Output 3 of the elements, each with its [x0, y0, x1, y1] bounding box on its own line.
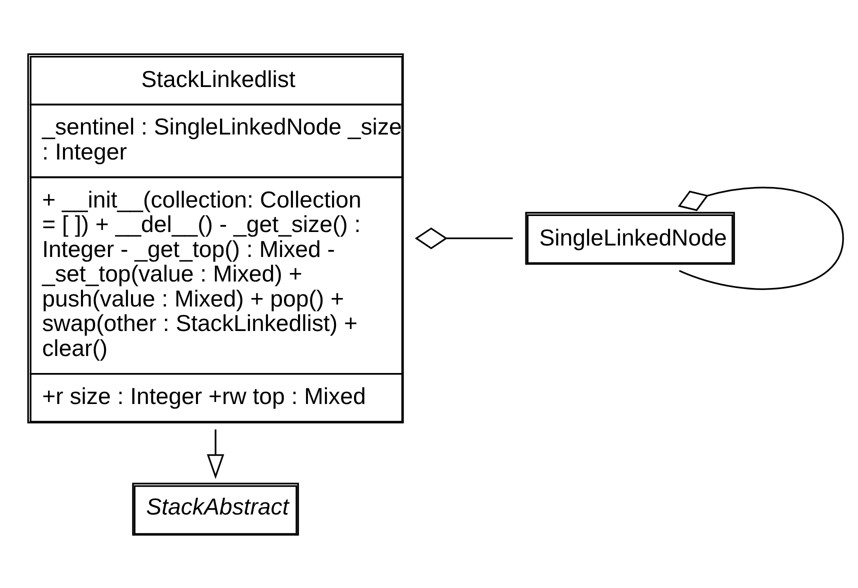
connector — [678, 186, 844, 290]
connector — [414, 226, 513, 249]
arrow — [206, 428, 224, 478]
